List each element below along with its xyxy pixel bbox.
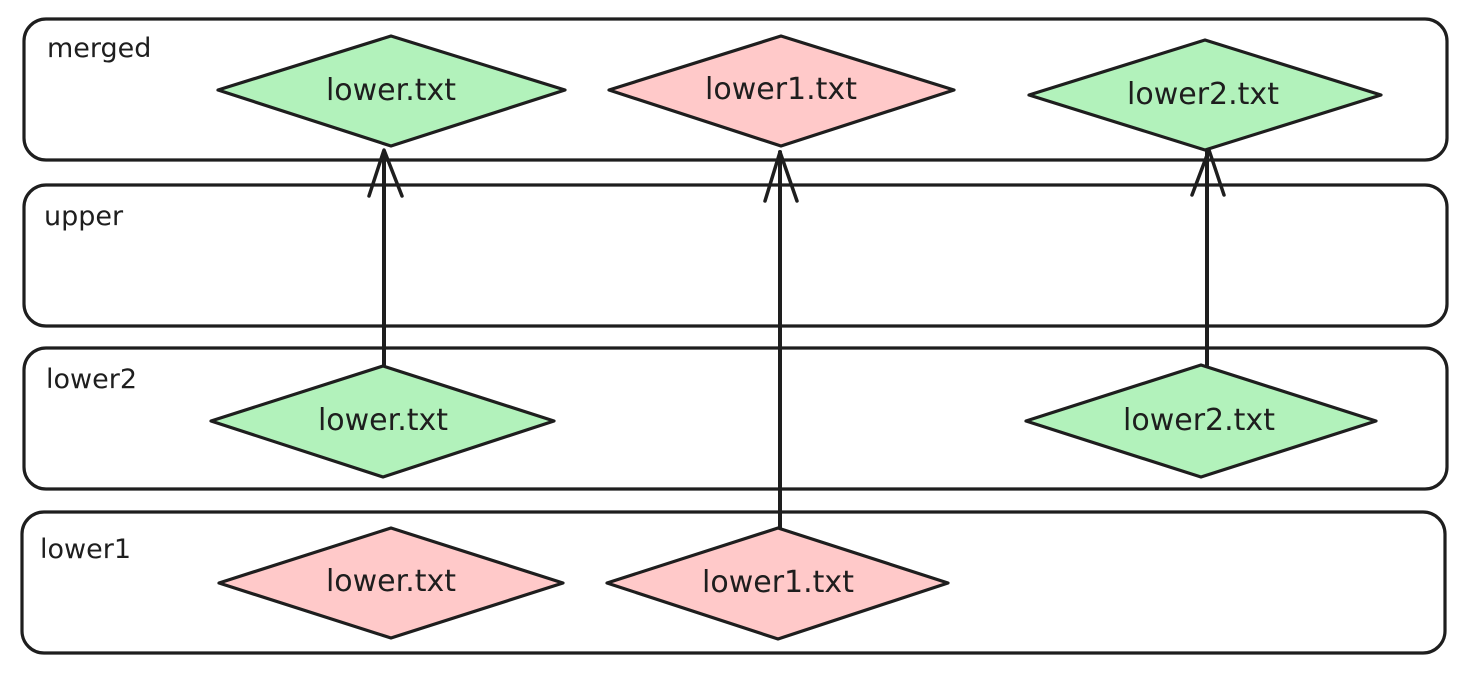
layer-upper-label: upper xyxy=(44,201,124,232)
file-label: lower.txt xyxy=(326,564,456,599)
file-diamond xyxy=(1027,38,1383,152)
file-label: lower1.txt xyxy=(705,72,857,107)
file-diamond xyxy=(605,526,950,641)
arrow-head xyxy=(367,148,404,198)
file-diamond xyxy=(217,526,565,640)
file-merged-lower2[interactable]: lower2.txt xyxy=(1027,38,1383,152)
file-diamond xyxy=(216,34,567,148)
file-label: lower2.txt xyxy=(1127,77,1279,112)
file-diamond xyxy=(1024,363,1378,479)
layer-lower2-label: lower2 xyxy=(46,364,137,395)
arrow-head xyxy=(763,150,799,203)
file-label: lower.txt xyxy=(318,403,448,438)
file-lower1-lower[interactable]: lower.txt xyxy=(217,526,565,640)
layer-lower1-label: lower1 xyxy=(40,534,131,565)
file-merged-lower1[interactable]: lower1.txt xyxy=(607,34,956,148)
layer-upper: upper xyxy=(22,183,1449,328)
file-label: lower1.txt xyxy=(702,565,854,600)
layer-merged-label: merged xyxy=(47,33,151,64)
arrow-lower1-lower1-to-merged xyxy=(763,150,799,532)
file-label: lower2.txt xyxy=(1123,403,1275,438)
file-lower1-lower1[interactable]: lower1.txt xyxy=(605,526,950,641)
file-lower2-lower2[interactable]: lower2.txt xyxy=(1024,363,1378,479)
file-merged-lower[interactable]: lower.txt xyxy=(216,34,567,148)
file-diamond xyxy=(607,34,956,148)
layer-upper-box xyxy=(22,183,1449,328)
file-diamond xyxy=(209,364,556,479)
file-lower2-lower[interactable]: lower.txt xyxy=(209,364,556,479)
file-label: lower.txt xyxy=(326,73,456,108)
arrow-lower2-lower-to-merged xyxy=(367,148,404,374)
